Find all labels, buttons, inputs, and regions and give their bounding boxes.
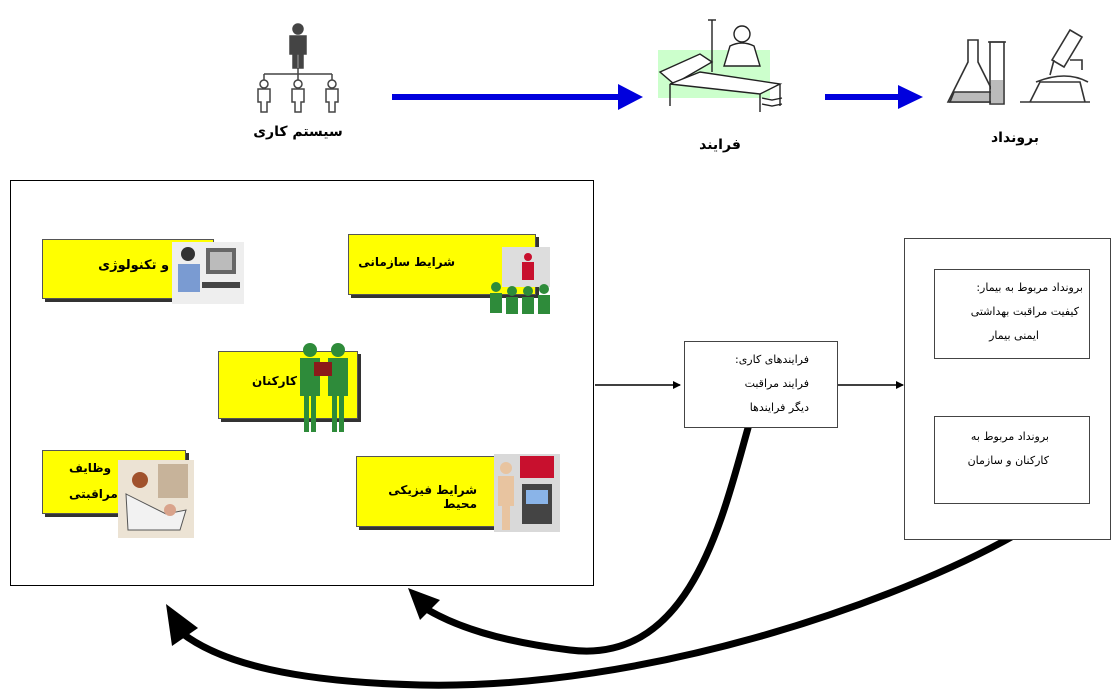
physical-environment-label: شرایط فیزیکی محیط bbox=[388, 483, 477, 511]
patient-care-image bbox=[118, 460, 194, 538]
medical-environment-image bbox=[494, 454, 560, 532]
patient-outcome-box: برونداد مربوط به بیمار: کیفیت مراقبت بهد… bbox=[934, 269, 1090, 359]
process-label: فرایند bbox=[699, 137, 741, 153]
surgeons-image bbox=[294, 340, 356, 435]
meeting-crowd-image bbox=[488, 247, 554, 314]
work-process-line-3: دیگر فرایندها bbox=[749, 401, 809, 414]
patient-outcome-line-2: کیفیت مراقبت بهداشتی bbox=[970, 305, 1079, 318]
workers-label: کارکنان bbox=[251, 374, 297, 388]
patient-outcome-line-3: ایمنی بیمار bbox=[989, 329, 1039, 342]
work-process-line-2: فرایند مراقبت bbox=[744, 377, 809, 390]
computer-user-image bbox=[172, 242, 244, 304]
outcome-label: برونداد bbox=[991, 130, 1039, 146]
work-process-box: فرایندهای کاری: فرایند مراقبت دیگر فراین… bbox=[684, 341, 838, 428]
organizational-conditions-label: شرایط سازمانی bbox=[358, 255, 455, 269]
hospital-bed-icon bbox=[650, 12, 790, 127]
lab-equipment-icon bbox=[940, 20, 1100, 115]
org-chart-icon bbox=[248, 22, 348, 114]
staff-outcome-line-1: برونداد مربوط به bbox=[970, 430, 1049, 443]
feedback-arrow-process bbox=[416, 424, 752, 655]
feedback-arrow-outcome bbox=[174, 531, 1019, 689]
work-process-line-1: فرایندهای کاری: bbox=[734, 353, 809, 366]
patient-outcome-line-1: برونداد مربوط به بیمار: bbox=[976, 281, 1083, 294]
care-tasks-label-2: مراقبتی bbox=[69, 487, 118, 501]
care-tasks-label-1: وظایف bbox=[69, 461, 112, 475]
staff-outcome-line-2: کارکنان و سازمان bbox=[967, 454, 1049, 467]
work-system-label: سیستم کاری bbox=[253, 124, 343, 140]
staff-outcome-box: برونداد مربوط به کارکنان و سازمان bbox=[934, 416, 1090, 504]
